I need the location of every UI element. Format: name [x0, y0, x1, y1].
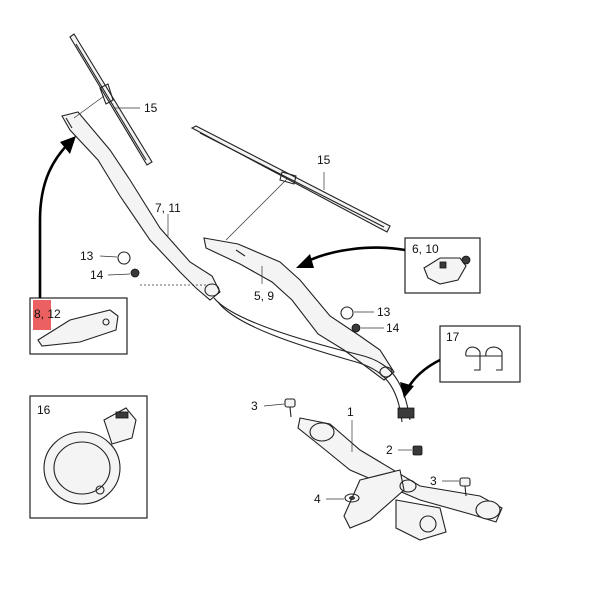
- callout-inset-a: 8, 12: [34, 307, 61, 321]
- center-nut: [412, 445, 423, 456]
- callout-nut-left: 14: [90, 268, 104, 282]
- nut-left: [130, 268, 140, 278]
- inset-box-rain-sensor: 16: [29, 395, 148, 519]
- leader-cap-left: [99, 255, 118, 258]
- callout-inset-d: 16: [37, 403, 51, 417]
- washer-hoses: [213, 297, 415, 423]
- arrow-inset-b: [305, 246, 406, 264]
- inset-box-washer-nozzle: 6, 10: [404, 237, 481, 294]
- callout-arm-left: 7, 11: [155, 201, 181, 215]
- leader-blade-to-arm-right: [225, 177, 289, 241]
- callout-bolt-left: 3: [251, 399, 258, 413]
- callout-cap-right: 13: [377, 305, 391, 319]
- leader-blade-to-arm-left: [73, 95, 105, 119]
- nut-right: [351, 323, 361, 333]
- arrowhead-inset-a: [60, 136, 76, 154]
- bolt-left: [284, 398, 296, 418]
- callout-nut-right: 14: [386, 321, 400, 335]
- leader-nut-left: [107, 273, 131, 276]
- leader-bolt-left: [263, 403, 285, 407]
- arrow-inset-a: [38, 141, 71, 298]
- wiper-linkage: [297, 417, 503, 541]
- callout-linkage: 1: [347, 405, 354, 419]
- callout-arm-right: 5, 9: [254, 289, 274, 303]
- callout-blade-left: 15: [144, 101, 158, 115]
- washer: [344, 493, 360, 503]
- inset-box-arm-cover: 8, 12: [29, 297, 128, 355]
- inset-box-hose-clip: 17: [439, 325, 521, 383]
- callout-inset-b: 6, 10: [412, 242, 439, 256]
- bolt-right: [459, 477, 471, 497]
- arrowhead-inset-b: [296, 254, 314, 268]
- callout-cap-left: 13: [80, 249, 94, 263]
- callout-washer: 4: [314, 492, 321, 506]
- callout-bolt-right: 3: [430, 474, 437, 488]
- callout-inset-c: 17: [446, 330, 460, 344]
- right-wiper-blade: [190, 125, 391, 233]
- left-wiper-arm: [61, 111, 221, 301]
- callout-blade-right: 15: [317, 153, 331, 167]
- callout-nut-center: 2: [386, 443, 393, 457]
- arrowhead-inset-c: [400, 382, 414, 398]
- cap-right: [340, 306, 354, 320]
- right-wiper-arm: [203, 237, 395, 381]
- cap-left: [117, 251, 131, 265]
- arrow-inset-c: [406, 358, 441, 389]
- left-wiper-blade: [69, 33, 153, 166]
